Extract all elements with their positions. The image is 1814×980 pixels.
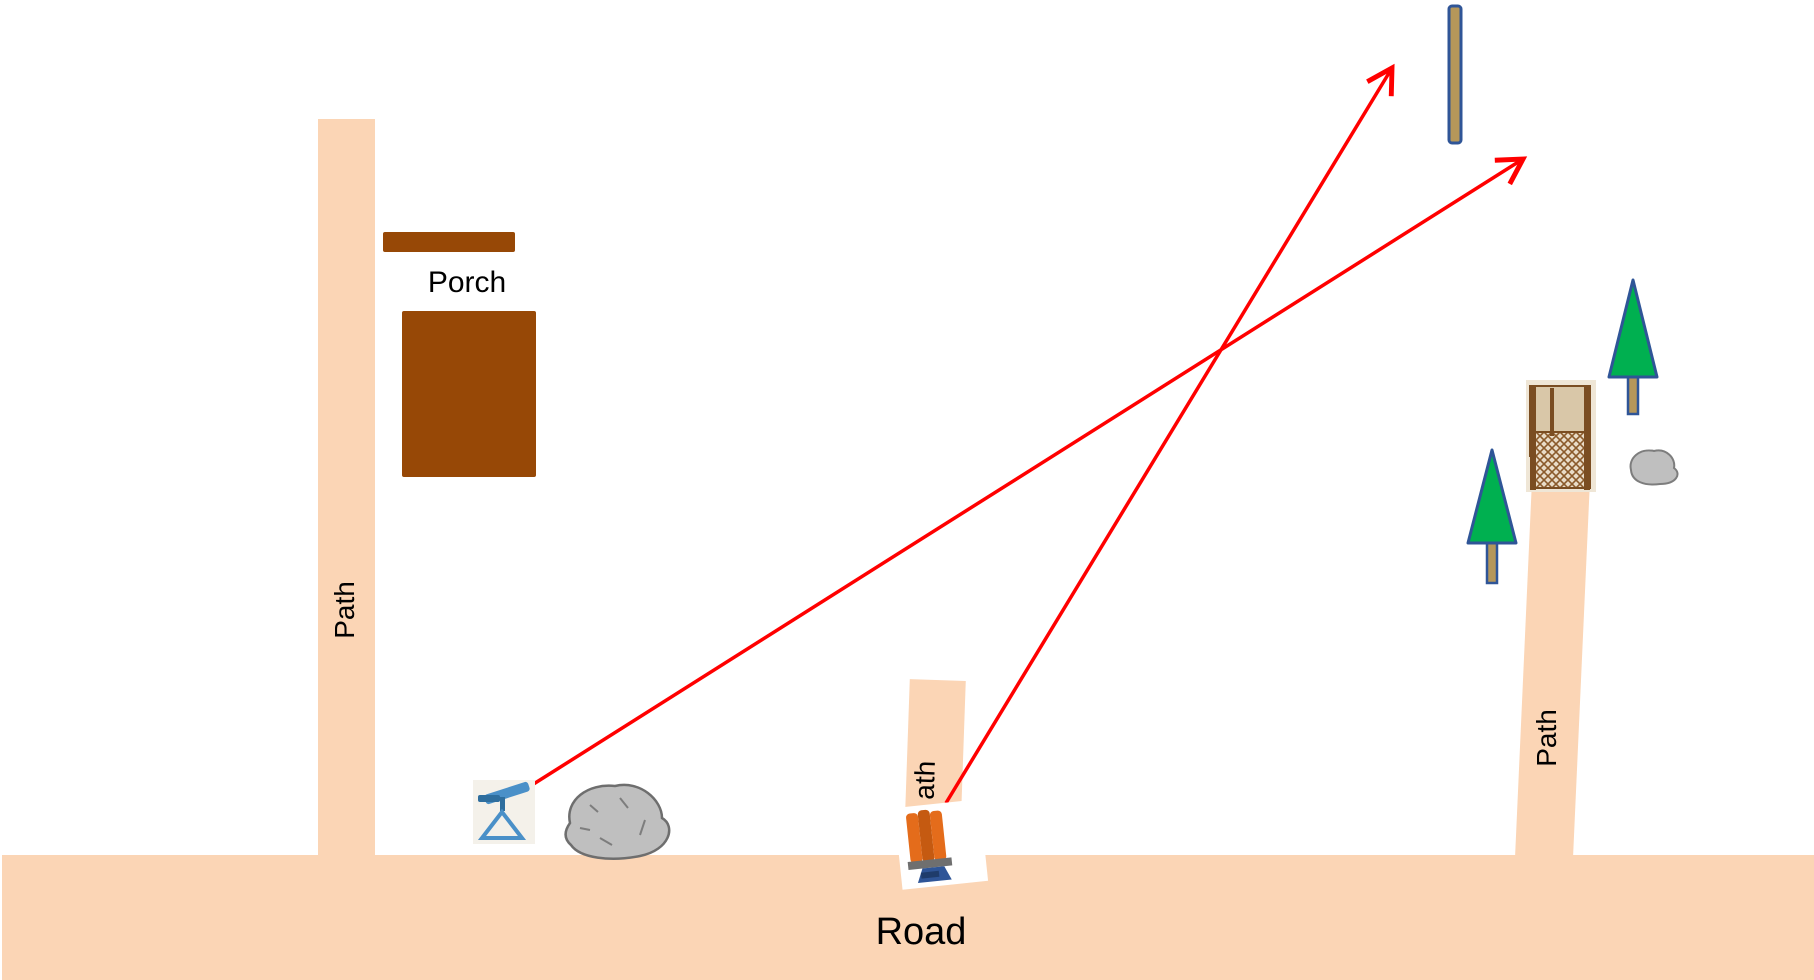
small-rock-icon xyxy=(1629,449,1679,486)
road-label: Road xyxy=(876,911,967,953)
path-right: Path xyxy=(1515,480,1590,858)
flight-arrow-left-thrower xyxy=(531,156,1528,787)
path-middle-label: ath xyxy=(909,760,941,800)
lattice-trap-house-icon xyxy=(1526,380,1596,492)
porch-beam xyxy=(383,232,515,252)
path-left: Path xyxy=(318,119,375,856)
flight-arrow-middle-thrower xyxy=(944,63,1395,804)
porch-building xyxy=(402,311,536,477)
path-left-label: Path xyxy=(329,581,360,639)
clay-pigeon-thrower-icon xyxy=(893,799,989,890)
porch: Porch xyxy=(383,232,536,477)
pine-tree-icon xyxy=(1466,448,1518,585)
target-post xyxy=(1447,4,1463,145)
porch-label: Porch xyxy=(428,266,506,299)
trap-thrower-icon xyxy=(473,780,535,844)
rock-icon xyxy=(564,783,671,860)
pine-tree-icon-upper xyxy=(1607,278,1659,416)
path-right-label: Path xyxy=(1531,709,1562,767)
